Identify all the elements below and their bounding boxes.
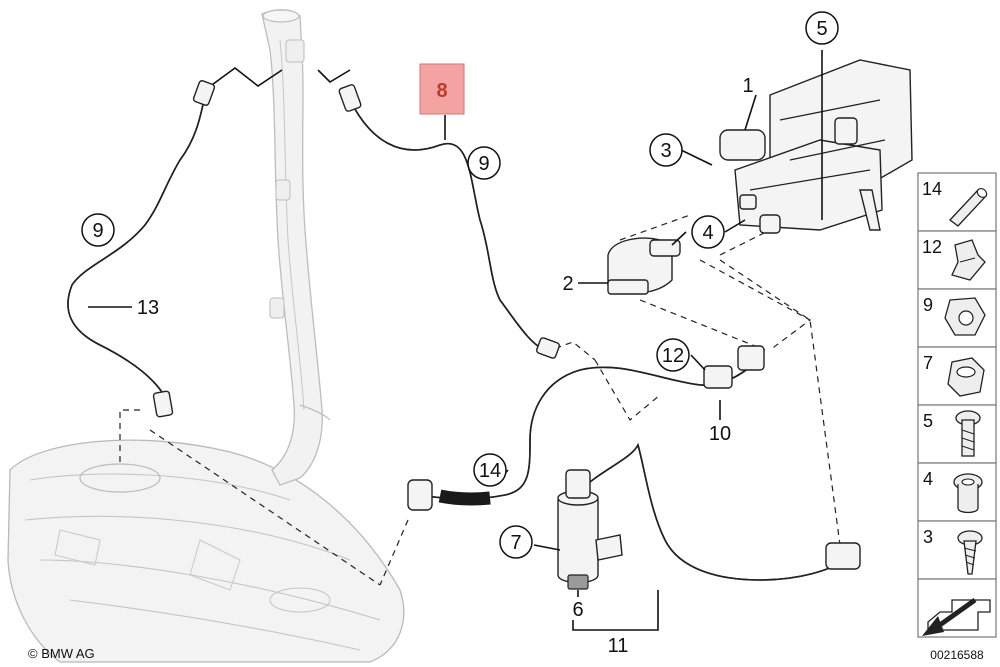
panel-label-9: 9 (923, 295, 933, 315)
grommet-icon (953, 473, 983, 514)
callout-label-3: 3 (660, 140, 671, 162)
hose-9 (338, 84, 560, 359)
panel-label-14: 14 (922, 179, 942, 199)
nut-icon (947, 357, 985, 397)
hose-11 (574, 442, 861, 581)
filler-neck-drawing (261, 9, 331, 486)
panel-cell-4 (917, 462, 997, 522)
callout-label-2: 2 (562, 273, 573, 295)
callout-label-11: 11 (608, 635, 629, 657)
orientation-arrow-icon (922, 597, 991, 636)
plain-callouts: 1 2 13 10 6 11 (137, 75, 754, 657)
panel-label-5: 5 (923, 411, 933, 431)
fuel-tank-drawing (7, 439, 405, 663)
panel-label-7: 7 (923, 353, 933, 373)
callout-label-5: 5 (816, 18, 827, 40)
highlighted-callout-8: 8 (419, 63, 465, 115)
hose-14 (407, 345, 765, 511)
fastener-panel: 14 12 9 7 5 4 3 (917, 172, 997, 638)
reservoir-part-6 (557, 469, 623, 590)
clamp-icon (944, 297, 986, 336)
panel-label-4: 4 (923, 469, 933, 489)
copyright-text: © BMW AG (28, 646, 95, 661)
clip-icon (951, 239, 986, 281)
callout-label-14: 14 (479, 460, 501, 482)
callout-label-9: 9 (92, 220, 103, 242)
panel-cell-3 (917, 520, 997, 580)
dashed-leader-lines (119, 66, 841, 586)
circled-callouts: 9 9 3 4 5 12 14 7 (81, 11, 839, 559)
callout-label-1: 1 (742, 75, 753, 97)
panel-label-12: 12 (922, 237, 942, 257)
hose-piece-icon (949, 187, 988, 227)
callout-label-7: 7 (510, 532, 521, 554)
canister-part-1 (719, 59, 913, 234)
screw-icon (957, 530, 983, 575)
callout-label-9: 9 (478, 153, 489, 175)
callout-label-6: 6 (572, 599, 583, 621)
callout-label-4: 4 (702, 222, 713, 244)
callout-label-10: 10 (709, 423, 731, 445)
pump-part-2 (607, 237, 681, 295)
callout-label-8: 8 (436, 80, 447, 102)
diagram-id: 00216588 (930, 648, 984, 662)
callout-label-12: 12 (662, 345, 684, 367)
hose-13 (67, 80, 216, 418)
callout-label-13: 13 (137, 297, 159, 319)
bolt-icon (955, 410, 981, 457)
panel-label-3: 3 (923, 527, 933, 547)
